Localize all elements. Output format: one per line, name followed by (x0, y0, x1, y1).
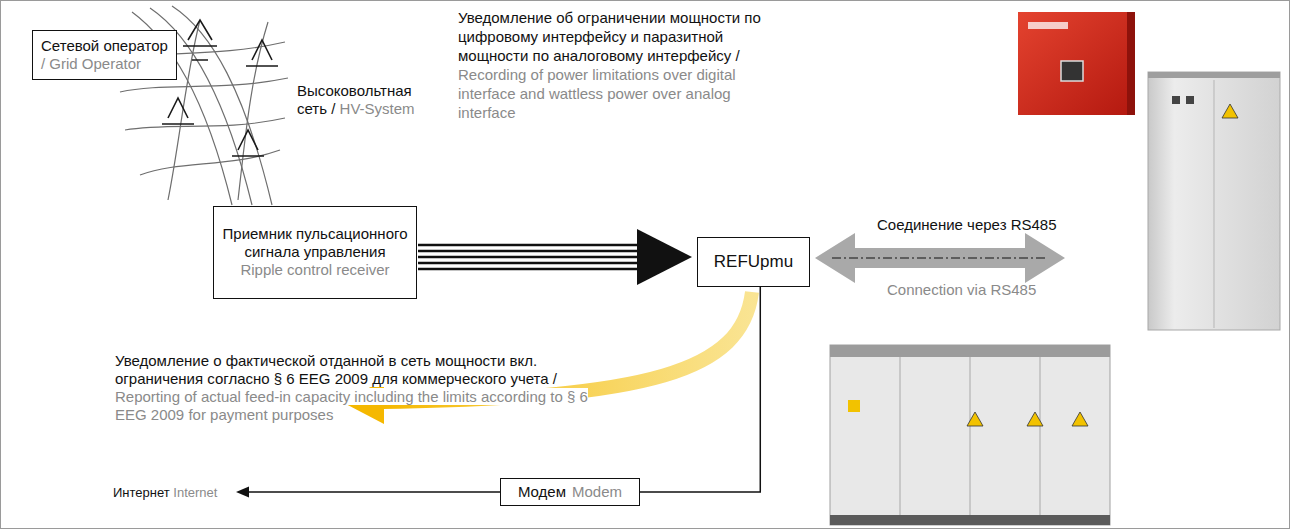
pylons (162, 20, 278, 156)
rs485-arrow (815, 233, 1065, 283)
connection-label: Соединение через RS485 (877, 216, 1057, 234)
network-label: Высоковольтная сеть / HV-System (297, 82, 429, 118)
pylon (183, 20, 217, 60)
cabinet-seam (1040, 357, 1041, 515)
internet-arrowhead (236, 487, 249, 498)
power-line (125, 118, 285, 130)
node-text: REFUpmu (704, 253, 803, 271)
receiver-box: Приемник пульсационного сигнала управлен… (213, 206, 417, 299)
cabinet-seam (970, 357, 971, 515)
power-line (120, 78, 288, 92)
cabinet-label (848, 400, 860, 412)
pmu-box: REFUpmu (697, 237, 810, 287)
node-text: Сетевой оператор (41, 37, 168, 55)
label-text: Internet (173, 485, 217, 500)
label-text: Уведомление об ограничении мощности по ц… (458, 9, 761, 64)
signal-line (418, 268, 645, 271)
warning-sign (1072, 412, 1088, 426)
label-text: HV-System (340, 100, 415, 117)
power-line (140, 150, 280, 175)
node-text: / Grid Operator (41, 55, 168, 73)
inverter-red (1018, 12, 1135, 115)
warning-sign (1027, 412, 1043, 426)
warning-sign (967, 412, 983, 426)
cabinet-body (1148, 72, 1280, 330)
node-text: Модем (518, 483, 566, 501)
signal-line (418, 256, 645, 259)
label-text: Уведомление о фактической отданной в сет… (115, 352, 557, 387)
cabinet-base (830, 515, 1110, 525)
internet-line (246, 491, 500, 493)
operator-box: Сетевой оператор/ Grid Operator (32, 30, 177, 80)
cabinet-tall (1148, 72, 1280, 330)
cabinet-button (1172, 96, 1180, 104)
rs485-line (832, 257, 1048, 259)
internet-label: Интернет Internet (113, 485, 217, 500)
inverter-logo (1028, 22, 1068, 29)
connector (640, 287, 760, 492)
cabinet-wide (830, 345, 1110, 525)
modem-box: Модем Modem (500, 478, 640, 506)
pylon (246, 40, 278, 66)
label-text: Соединение через RS485 (877, 216, 1057, 233)
cabinet-top (830, 345, 1110, 357)
cabinet-seam (1214, 80, 1215, 328)
label-text: Интернет (113, 485, 170, 500)
label-text: Connection via RS485 (887, 281, 1036, 298)
signal-line (418, 244, 645, 247)
cabinet-body (830, 345, 1110, 525)
node-text: Modem (572, 483, 622, 501)
label-text: Reporting of actual feed-in capacity inc… (115, 388, 588, 423)
connection-label: Connection via RS485 (887, 281, 1036, 299)
reporting-label: Уведомление о фактической отданной в сет… (115, 352, 597, 424)
power-line (172, 6, 272, 205)
inverter-display (1061, 61, 1083, 81)
signal-line (418, 262, 645, 265)
cabinet-seam (900, 357, 901, 515)
cabinet-button (1186, 96, 1194, 104)
notification-label: Уведомление об ограничении мощности по ц… (458, 8, 770, 122)
connector (418, 229, 692, 285)
pylon (162, 98, 194, 124)
power-line (238, 22, 268, 200)
node-text: Приемник пульсационного сигнала управлен… (220, 225, 410, 261)
warning-sign (1222, 104, 1238, 118)
signal-line (418, 250, 645, 253)
connector-line (640, 287, 760, 492)
inverter-body (1018, 12, 1135, 115)
node-text: Ripple control receiver (220, 261, 410, 279)
label-text: Recording of power limitations over digi… (458, 66, 736, 121)
arrowhead (637, 229, 692, 285)
pylon (232, 130, 264, 156)
inverter-side (1127, 12, 1135, 115)
cabinet-top (1148, 72, 1280, 78)
